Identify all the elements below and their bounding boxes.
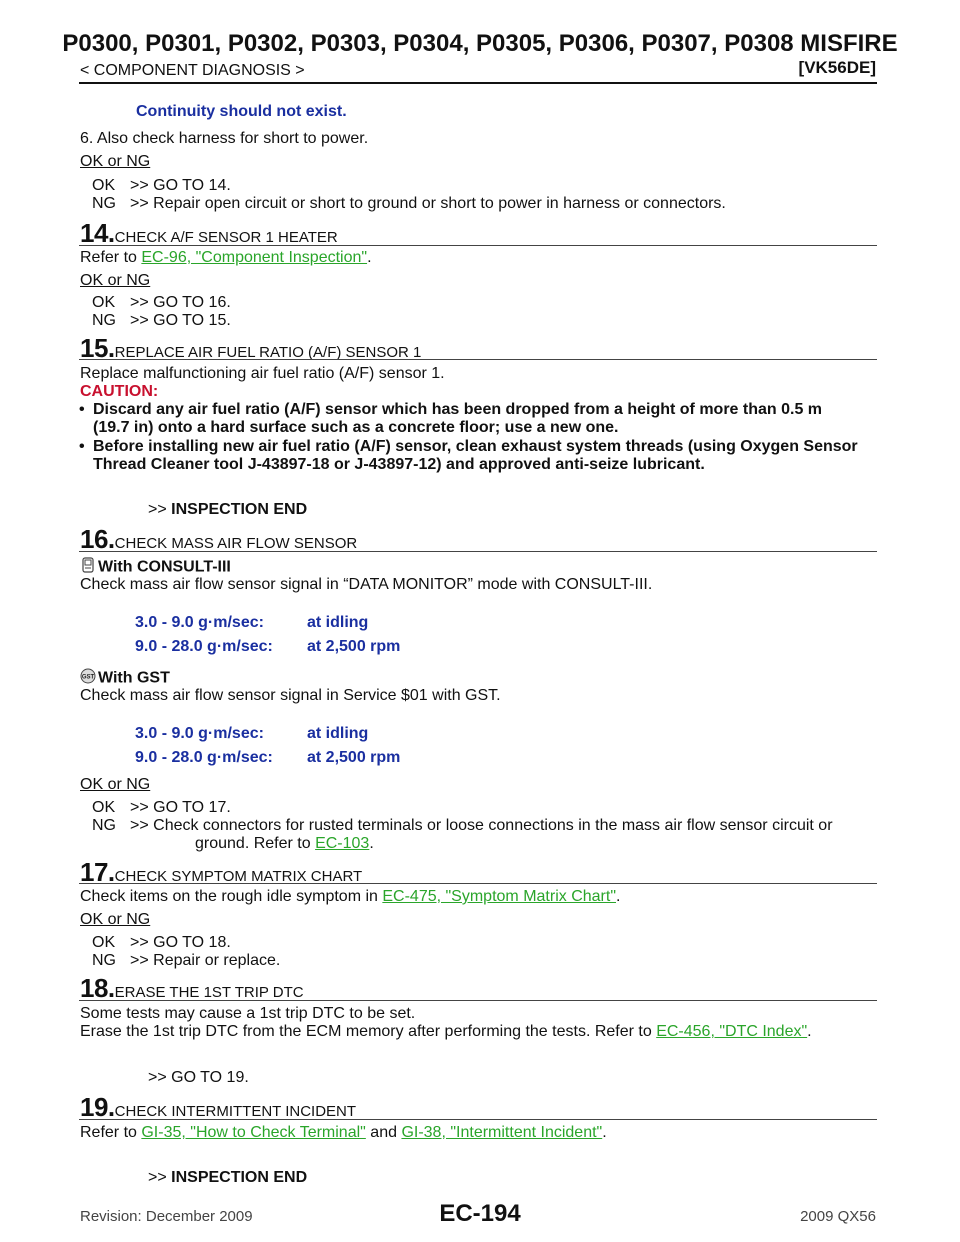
step-18-heading: 18.ERASE THE 1ST TRIP DTC bbox=[80, 973, 304, 1003]
link-ec-96[interactable]: EC-96, "Component Inspection" bbox=[141, 249, 368, 266]
consult-body: Check mass air flow sensor signal in “DA… bbox=[80, 576, 653, 593]
step-17-heading: 17.CHECK SYMPTOM MATRIX CHART bbox=[80, 857, 363, 887]
step-17-divider bbox=[79, 883, 877, 884]
gst-icon: GST bbox=[80, 668, 96, 689]
consult-icon bbox=[80, 557, 96, 578]
ng-option: NG>> Repair open circuit or short to gro… bbox=[92, 195, 726, 212]
step-14-heading: 14.CHECK A/F SENSOR 1 HEATER bbox=[80, 218, 338, 248]
spec-value: at 2,500 rpm bbox=[307, 638, 401, 655]
step-16-divider bbox=[79, 551, 877, 552]
step-19-heading: 19.CHECK INTERMITTENT INCIDENT bbox=[80, 1092, 357, 1122]
step-14-refer: Refer to EC-96, "Component Inspection". bbox=[80, 249, 372, 266]
ok-option: OK>> GO TO 17. bbox=[92, 799, 231, 816]
spec-label: 3.0 - 9.0 g·m/sec: bbox=[135, 725, 264, 742]
spec-label: 9.0 - 28.0 g·m/sec: bbox=[135, 749, 273, 766]
header-divider bbox=[79, 82, 877, 84]
ok-option: OK>> GO TO 16. bbox=[92, 294, 231, 311]
ok-ng-heading: OK or NG bbox=[80, 911, 151, 928]
ng-option-cont: ground. Refer to EC-103. bbox=[195, 835, 374, 852]
step-19-refer: Refer to GI-35, "How to Check Terminal" … bbox=[80, 1124, 607, 1141]
link-gi-35[interactable]: GI-35, "How to Check Terminal" bbox=[141, 1124, 366, 1141]
model-year: 2009 QX56 bbox=[800, 1208, 876, 1225]
step-15-body: Replace malfunctioning air fuel ratio (A… bbox=[80, 365, 445, 382]
link-ec-456[interactable]: EC-456, "DTC Index" bbox=[656, 1023, 808, 1040]
spec-label: 9.0 - 28.0 g·m/sec: bbox=[135, 638, 273, 655]
section-label: < COMPONENT DIAGNOSIS > bbox=[80, 62, 305, 79]
step-18-body-2: Erase the 1st trip DTC from the ECM memo… bbox=[80, 1023, 812, 1040]
ng-option: NG>> Repair or replace. bbox=[92, 952, 281, 969]
caution-item-1: • Discard any air fuel ratio (A/F) senso… bbox=[79, 401, 823, 436]
spec-value: at 2,500 rpm bbox=[307, 749, 401, 766]
continuity-spec: Continuity should not exist. bbox=[136, 103, 347, 120]
step-19-divider bbox=[79, 1119, 877, 1120]
spec-label: 3.0 - 9.0 g·m/sec: bbox=[135, 614, 264, 631]
ok-ng-heading: OK or NG bbox=[80, 272, 151, 289]
step-15-heading: 15.REPLACE AIR FUEL RATIO (A/F) SENSOR 1 bbox=[80, 333, 422, 363]
step-16-heading: 16.CHECK MASS AIR FLOW SENSOR bbox=[80, 524, 358, 554]
revision-date: Revision: December 2009 bbox=[80, 1208, 253, 1225]
step-14-divider bbox=[79, 245, 877, 246]
page-title: P0300, P0301, P0302, P0303, P0304, P0305… bbox=[62, 30, 898, 57]
page-number: EC-194 bbox=[439, 1200, 521, 1227]
step-15-divider bbox=[79, 359, 877, 360]
ok-ng-heading: OK or NG bbox=[80, 776, 151, 793]
gst-body: Check mass air flow sensor signal in Ser… bbox=[80, 687, 501, 704]
ok-option: OK>> GO TO 14. bbox=[92, 177, 231, 194]
link-ec-475[interactable]: EC-475, "Symptom Matrix Chart" bbox=[382, 888, 616, 905]
ok-option: OK>> GO TO 18. bbox=[92, 934, 231, 951]
spec-value: at idling bbox=[307, 614, 369, 631]
svg-text:GST: GST bbox=[82, 675, 95, 681]
link-ec-103[interactable]: EC-103 bbox=[315, 835, 370, 852]
inspection-end: >> INSPECTION END bbox=[148, 501, 308, 518]
spec-value: at idling bbox=[307, 725, 369, 742]
step-18-divider bbox=[79, 1000, 877, 1001]
ng-option: NG>> GO TO 15. bbox=[92, 312, 231, 329]
goto-step-19: >> GO TO 19. bbox=[148, 1069, 249, 1086]
caution-item-2: • Before installing new air fuel ratio (… bbox=[79, 438, 858, 473]
ok-ng-heading: OK or NG bbox=[80, 153, 151, 170]
engine-code: [VK56DE] bbox=[798, 58, 876, 77]
step-18-body-1: Some tests may cause a 1st trip DTC to b… bbox=[80, 1005, 416, 1022]
link-gi-38[interactable]: GI-38, "Intermittent Incident" bbox=[401, 1124, 603, 1141]
inspection-end: >> INSPECTION END bbox=[148, 1169, 308, 1186]
step-17-body: Check items on the rough idle symptom in… bbox=[80, 888, 621, 905]
ng-option: NG>> Check connectors for rusted termina… bbox=[92, 817, 833, 834]
consult-heading: With CONSULT-III bbox=[80, 557, 231, 578]
caution-label: CAUTION: bbox=[80, 383, 159, 400]
step-line-6: 6. Also check harness for short to power… bbox=[80, 130, 369, 147]
